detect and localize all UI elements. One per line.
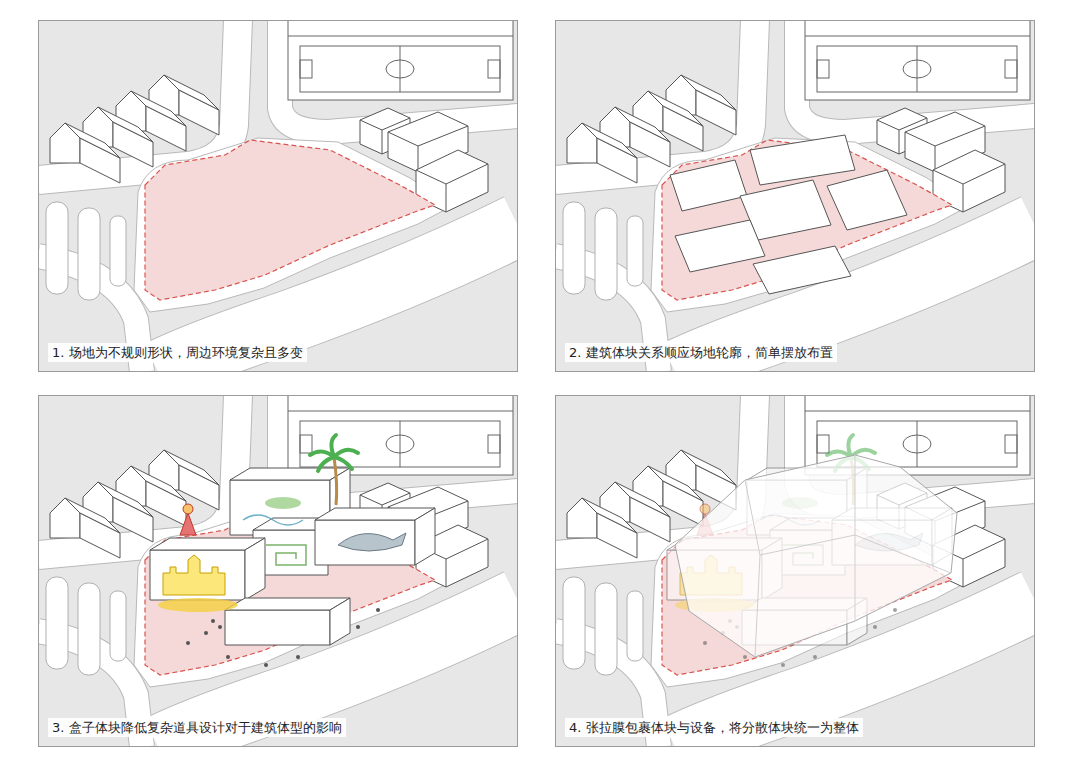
site-map xyxy=(555,389,1035,747)
step-caption: 2. 建筑体块关系顺应场地轮廓，简单摆放布置 xyxy=(565,343,837,362)
block-layout xyxy=(670,135,907,294)
step-caption: 1. 场地为不规则形状，周边环境复杂且多变 xyxy=(48,343,307,362)
site-map xyxy=(555,14,1035,372)
site-map xyxy=(38,389,518,747)
step-panel: 4. 张拉膜包裹体块与设备，将分散体块统一为整体 xyxy=(555,395,1035,747)
step-caption: 3. 盒子体块降低复杂道具设计对于建筑体型的影响 xyxy=(48,718,346,737)
step-panel: 3. 盒子体块降低复杂道具设计对于建筑体型的影响 xyxy=(38,395,518,747)
site-map xyxy=(38,14,518,372)
step-panel: 2. 建筑体块关系顺应场地轮廓，简单摆放布置 xyxy=(555,20,1035,372)
play-props xyxy=(158,435,406,667)
step-caption: 4. 张拉膜包裹体块与设备，将分散体块统一为整体 xyxy=(565,718,863,737)
step-panel: 1. 场地为不规则形状，周边环境复杂且多变 xyxy=(38,20,518,372)
membrane-envelope xyxy=(675,455,957,657)
